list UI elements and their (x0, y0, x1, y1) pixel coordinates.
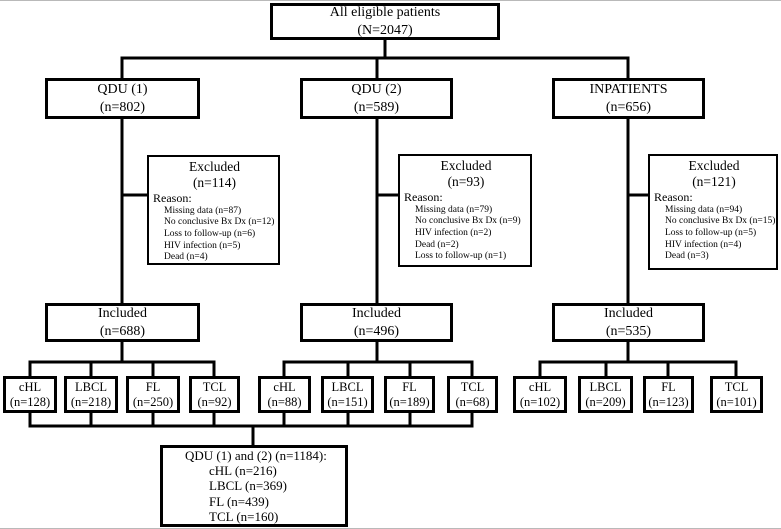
box-title: All eligible patients (329, 5, 441, 20)
reason-item: Loss to follow-up (n=5) (665, 227, 757, 238)
reason-item: Dead (n=2) (415, 239, 459, 250)
qdu1-chl-box: cHL (n=128) (3, 376, 57, 413)
box-title: Included (604, 306, 653, 321)
subtype-count: (n=88) (267, 394, 302, 409)
qdu2-box: QDU (2) (n=589) (300, 78, 453, 119)
subtype-count: (n=151) (327, 394, 368, 409)
excluded-count: (n=114) (192, 175, 237, 191)
subtype-label: LBCL (331, 379, 364, 394)
qdu2-included-box: Included (n=496) (300, 303, 453, 342)
qdu2-excluded-box: Excluded (n=93) Reason: Missing data (n=… (398, 154, 532, 267)
subtype-label: LBCL (75, 379, 107, 394)
subtype-label: cHL (18, 379, 42, 394)
box-title: Included (352, 306, 401, 321)
subtype-label: FL (661, 379, 676, 394)
subtype-label: cHL (528, 379, 552, 394)
subtype-label: TCL (202, 379, 227, 394)
qdu-combined-summary-box: QDU (1) and (2) (n=1184): cHL (n=216) LB… (160, 445, 348, 527)
reason-item: HIV infection (n=5) (164, 240, 241, 251)
subtype-label: TCL (460, 379, 485, 394)
box-count: (n=589) (353, 99, 400, 115)
box-count: (n=688) (99, 323, 146, 339)
inpatients-box: INPATIENTS (n=656) (552, 78, 705, 119)
subtype-label: TCL (724, 379, 749, 394)
reason-item: Loss to follow-up (n=1) (415, 251, 507, 262)
box-count: (N=2047) (357, 22, 413, 38)
reason-item: No conclusive Bx Dx (n=12) (164, 217, 275, 228)
subtype-label: FL (145, 379, 161, 394)
figure-top-rule (0, 0, 781, 1)
qdu2-tcl-box: TCL (n=68) (447, 376, 498, 413)
qdu1-box: QDU (1) (n=802) (45, 78, 200, 119)
subtype-count: (n=189) (389, 394, 430, 409)
inpatients-lbcl-box: LBCL (n=209) (578, 376, 633, 413)
reason-item: No conclusive Bx Dx (n=15) (665, 216, 776, 227)
reason-item: No conclusive Bx Dx (n=9) (415, 216, 521, 227)
box-count: (n=496) (353, 323, 400, 339)
subtype-count: (n=101) (716, 394, 757, 409)
all-eligible-patients-box: All eligible patients (N=2047) (270, 3, 500, 40)
subtype-count: (n=128) (9, 394, 51, 409)
inpatients-tcl-box: TCL (n=101) (710, 376, 763, 413)
qdu1-lbcl-box: LBCL (n=218) (64, 376, 118, 413)
excluded-title: Excluded (189, 159, 240, 174)
subtype-count: (n=218) (70, 394, 112, 409)
summary-item: FL (n=439) (209, 493, 269, 509)
inpatients-included-box: Included (n=535) (552, 303, 705, 342)
inpatients-excluded-box: Excluded (n=121) Reason: Missing data (n… (648, 154, 778, 270)
subtype-count: (n=92) (197, 394, 232, 409)
qdu1-tcl-box: TCL (n=92) (189, 376, 240, 413)
subtype-count: (n=68) (455, 394, 490, 409)
subtype-count: (n=102) (519, 394, 561, 409)
reason-label: Reason: (654, 190, 693, 205)
box-title: INPATIENTS (589, 82, 668, 97)
reason-label: Reason: (404, 190, 443, 205)
excluded-count: (n=121) (692, 174, 736, 190)
qdu1-fl-box: FL (n=250) (126, 376, 180, 413)
box-count: (n=656) (605, 99, 652, 115)
qdu2-lbcl-box: LBCL (n=151) (321, 376, 374, 413)
qdu2-chl-box: cHL (n=88) (258, 376, 311, 413)
excluded-title: Excluded (440, 158, 492, 173)
reason-item: Missing data (n=79) (415, 204, 493, 215)
reason-item: Dead (n=4) (164, 252, 208, 263)
qdu1-excluded-box: Excluded (n=114) Reason: Missing data (n… (147, 155, 280, 265)
reason-item: HIV infection (n=4) (665, 239, 742, 250)
reason-item: Missing data (n=87) (164, 205, 242, 216)
box-count: (n=802) (99, 99, 146, 115)
reason-item: Missing data (n=94) (665, 204, 743, 215)
box-title: QDU (1) (97, 82, 148, 97)
subtype-label: FL (402, 379, 417, 394)
box-title: Included (98, 306, 147, 321)
subtype-count: (n=123) (648, 394, 689, 409)
excluded-count: (n=93) (447, 174, 485, 190)
box-count: (n=535) (605, 323, 652, 339)
qdu1-included-box: Included (n=688) (45, 303, 200, 342)
subtype-count: (n=250) (132, 394, 174, 409)
reason-item: Loss to follow-up (n=6) (164, 228, 256, 239)
inpatients-chl-box: cHL (n=102) (513, 376, 567, 413)
reason-item: HIV infection (n=2) (415, 227, 492, 238)
subtype-count: (n=209) (585, 394, 626, 409)
subtype-label: cHL (273, 379, 296, 394)
inpatients-fl-box: FL (n=123) (643, 376, 694, 413)
excluded-title: Excluded (688, 158, 740, 173)
summary-item: LBCL (n=369) (209, 478, 287, 494)
reason-item: Dead (n=3) (665, 251, 709, 262)
subtype-label: LBCL (589, 379, 622, 394)
box-title: QDU (2) (351, 82, 402, 97)
summary-item: cHL (n=216) (209, 463, 277, 479)
qdu2-fl-box: FL (n=189) (384, 376, 435, 413)
reason-label: Reason: (153, 191, 192, 206)
summary-title: QDU (1) and (2) (n=1184): (185, 448, 327, 464)
summary-item: TCL (n=160) (209, 508, 279, 524)
